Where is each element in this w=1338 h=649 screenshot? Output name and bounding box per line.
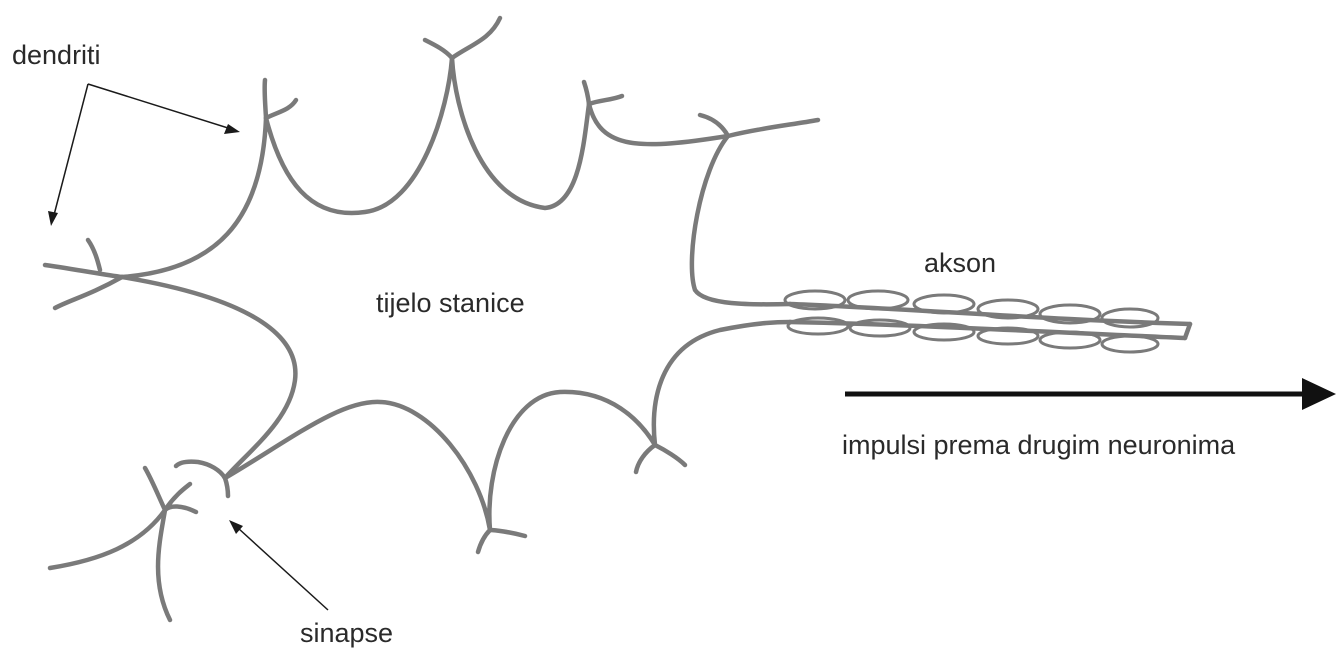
dendrite-tip-3 <box>589 96 622 104</box>
label-dendrites: dendriti <box>12 40 101 70</box>
myelin-segment <box>1102 336 1158 352</box>
label-axon: akson <box>924 248 996 278</box>
myelin-segment <box>1102 309 1158 327</box>
dendrites-pointer-left <box>54 84 88 215</box>
dendrite-left <box>45 265 122 277</box>
cell-body-upper-outline <box>122 58 790 304</box>
synapses-pointer <box>229 520 328 610</box>
dendrite-tip-1-branch <box>266 100 296 118</box>
dendrite-tip-3-branch <box>584 82 589 104</box>
axon-upper-line <box>790 304 1190 324</box>
neighbor-dendrite-branch <box>158 510 170 620</box>
label-impulses: impulsi prema drugim neuronima <box>842 430 1236 460</box>
neighbor-dendrite-main <box>50 484 190 568</box>
impulse-arrow-head <box>1302 378 1336 410</box>
dendrite-tip-2-branch <box>425 40 452 58</box>
neighbor-dendrite-twig <box>165 506 196 512</box>
myelin-sheath <box>785 291 1158 352</box>
cell-body-lower-outline <box>225 322 790 530</box>
cell-body-left-outline <box>122 277 295 478</box>
dendrites-pointer-right <box>88 84 228 128</box>
label-cell-body: tijelo stanice <box>376 288 525 318</box>
dendrites-pointer-right-head <box>224 124 240 134</box>
dendrites-pointers <box>48 84 240 226</box>
dendrite-left-twig <box>88 240 100 270</box>
dendrite-bottom-1-branch <box>478 530 490 552</box>
dendrite-left-branch <box>55 277 122 308</box>
synapse-terminal-stub <box>225 478 228 496</box>
dendrite-bottom-2 <box>655 445 685 465</box>
dendrite-bottom-1 <box>490 530 525 536</box>
axon <box>785 291 1190 352</box>
dendrites-pointer-left-head <box>48 211 58 226</box>
synapses-pointer-head <box>229 520 243 534</box>
dendrite-tip-4-branch <box>700 115 728 136</box>
impulse-arrow <box>845 378 1336 410</box>
dendrite-tip-2 <box>452 18 500 58</box>
dendrite-tip-1 <box>265 80 266 118</box>
synapse-terminal <box>176 462 225 478</box>
label-synapses: sinapse <box>300 618 393 648</box>
dendrite-tip-4 <box>728 120 818 136</box>
myelin-segment <box>850 320 910 336</box>
neighbor-dendrite-twig-2 <box>145 468 165 510</box>
synapses-pointer-line <box>238 528 328 610</box>
neuron-outline <box>45 18 818 620</box>
dendrite-bottom-2-branch <box>636 445 655 472</box>
